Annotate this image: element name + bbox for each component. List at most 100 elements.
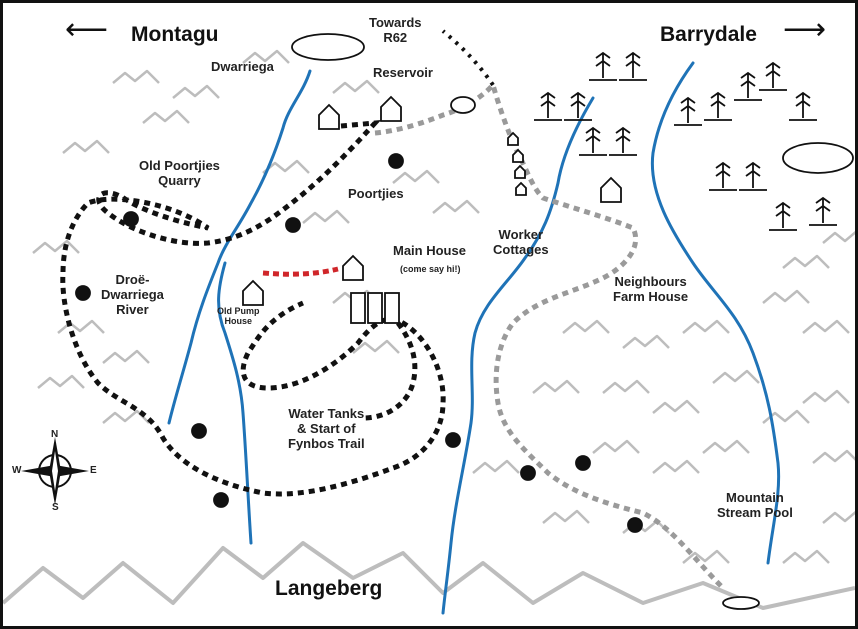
compass-rose-icon [21,437,89,505]
features [75,33,854,610]
mountain-scribble [652,399,700,414]
mountain-scribble [702,439,750,454]
crop-field-icon [534,91,562,121]
arrow-left-icon: ⟵ [65,12,109,47]
dam-icon [291,33,365,61]
cottage-icon [514,164,526,179]
mountain-scribble [682,319,730,334]
house-icon [318,103,340,130]
mountain-scribble [822,511,855,524]
label-come-say-hi: (come say hi!) [400,264,461,274]
mountain-scribble [242,49,290,64]
crop-field-icon [564,91,592,121]
crop-field-icon [704,91,732,121]
crop-field-icon [709,161,737,191]
mountain-scribble [592,439,640,454]
mountain-scribble [762,289,810,304]
mountain-scribble [332,79,380,94]
main-house-icon [342,254,364,281]
protea-flower-icon [75,285,91,301]
trails [60,29,725,590]
farm-house-icon [600,176,622,203]
water-tank-icon [350,292,366,324]
crop-field-icon [579,126,607,156]
label-langeberg: Langeberg [275,577,383,600]
mountain-scribble [802,319,850,334]
protea-flower-icon [627,517,643,533]
label-main-house: Main House [393,243,466,258]
mountain-scribble [622,334,670,349]
trail-grey-north [374,80,725,590]
water-tank-icon [384,292,400,324]
label-barrydale: Barrydale [660,23,757,46]
arrow-right-icon: ⟶ [783,12,827,47]
mountain-scribble [392,169,440,184]
protea-flower-icon [575,455,591,471]
cottage-icon [512,148,524,163]
crop-field-icon [589,51,617,81]
label-dwarriega: Dwarriega [211,59,274,74]
mountain-scribble [712,369,760,384]
compass: N S E W [12,429,97,513]
mountain-scribble [652,459,700,474]
protea-flower-icon [213,492,229,508]
mountain-scribble [782,549,830,564]
crop-field-icon [619,51,647,81]
river-west-branch [217,261,253,545]
mountain-scribble [62,139,110,154]
crop-field-icon [809,196,837,226]
house-icon [380,95,402,122]
river-west [167,69,312,425]
crop-field-icon [674,96,702,126]
mountain-scribble [37,374,85,389]
mountain-scribble [782,254,830,269]
river-east [650,61,781,565]
crop-field-icon [769,201,797,231]
label-reservoir: Reservoir [373,65,433,80]
mountain-scribble [172,84,220,99]
mountain-scribble [32,239,80,254]
mountain-scribble [532,379,580,394]
langeberg-range [3,541,855,610]
mountain-scribble [112,69,160,84]
mountain-scribble [57,319,105,334]
trail-black-loop [60,119,446,497]
mountain-scribble [472,459,520,474]
compass-s: S [52,502,59,513]
river-central [441,96,595,615]
mountain-scribble [602,379,650,394]
mountain-scribble [302,209,350,224]
cottage-icon [507,131,519,146]
stream-pool-icon [722,596,760,610]
compass-w: W [12,465,22,476]
reservoir-icon [450,96,476,114]
cottage-icon [515,181,527,196]
trail-red [262,266,339,277]
protea-flower-icon [445,432,461,448]
compass-n: N [51,429,59,440]
mountain-scribble [102,349,150,364]
crop-field-icon [739,161,767,191]
crop-field-icon [759,61,787,91]
mountain-scribble [432,199,480,214]
protea-flower-icon [520,465,536,481]
mountain-scribble [802,389,850,404]
mountain-scribble [542,509,590,524]
mountain-scribble [142,109,190,124]
dam-icon [782,142,854,174]
mountain-scribble [262,159,310,174]
mountain-scribble [682,549,730,564]
label-montagu: Montagu [131,23,219,46]
pump-house-icon [242,279,264,306]
mountain-ranges [3,49,855,610]
compass-e: E [90,465,97,476]
